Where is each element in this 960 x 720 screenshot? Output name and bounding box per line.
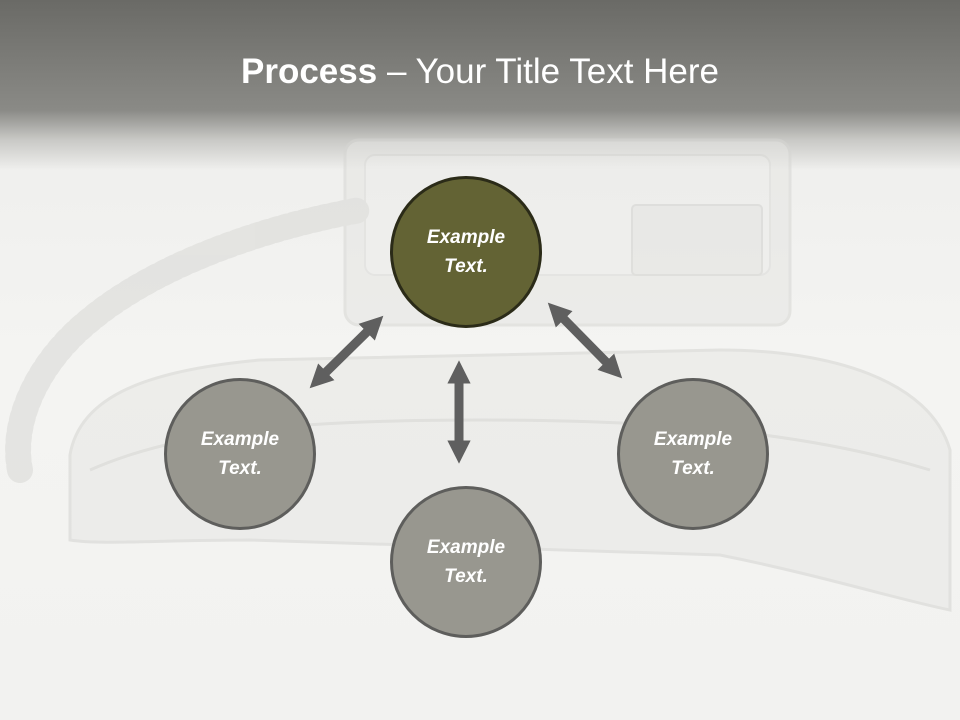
title-rest: – Your Title Text Here: [377, 52, 719, 91]
process-node-left[interactable]: Example Text.: [164, 378, 316, 530]
process-node-top[interactable]: Example Text.: [390, 176, 542, 328]
page-title: Process – Your Title Text Here: [0, 52, 960, 92]
title-bold: Process: [241, 52, 378, 91]
process-node-right[interactable]: Example Text.: [617, 378, 769, 530]
double-arrow-icon-right: [547, 302, 623, 379]
node-label: Example Text.: [426, 227, 506, 277]
node-label: Example Text.: [200, 429, 280, 479]
node-label: Example Text.: [653, 429, 733, 479]
node-label: Example Text.: [426, 537, 506, 587]
double-arrow-icon-left: [309, 315, 384, 389]
process-node-bottom[interactable]: Example Text.: [390, 486, 542, 638]
